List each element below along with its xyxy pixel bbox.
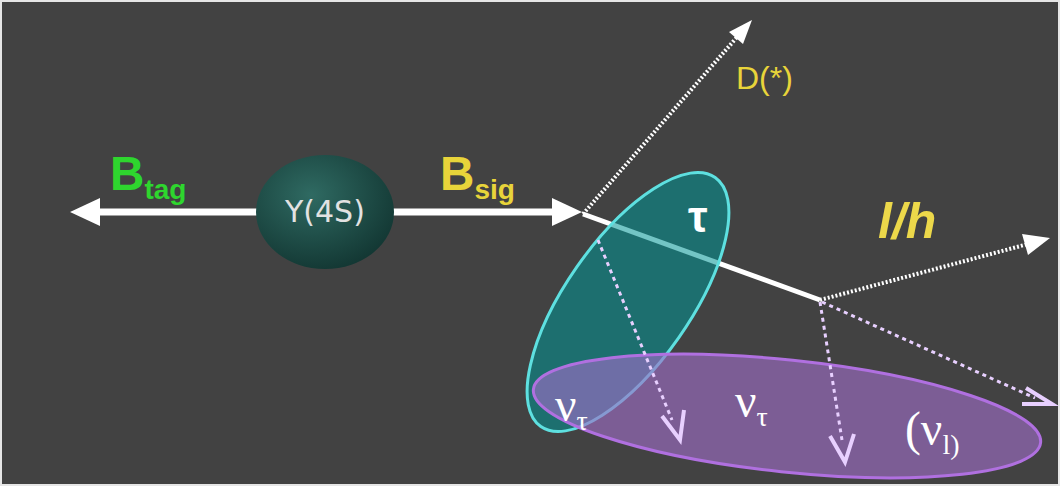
neutrino-label: ντ	[555, 382, 588, 435]
neutrino-label: (νl)	[905, 406, 959, 459]
b-tag-label: Btag	[110, 150, 186, 204]
purple-outline	[525, 340, 1045, 486]
d-meson-label: D(*)	[736, 60, 793, 94]
b-sig-label: Bsig	[440, 150, 515, 204]
neutrino-label: ντ	[735, 378, 768, 431]
upsilon-circle: Υ(4S)	[255, 154, 395, 270]
tau-label: τ	[688, 195, 708, 239]
particle-name: Υ(4S)	[285, 197, 365, 227]
neutrino-ellipse: ντ ντ (νl)	[525, 340, 1045, 486]
lepton-hadron-label: l/h	[878, 196, 936, 246]
